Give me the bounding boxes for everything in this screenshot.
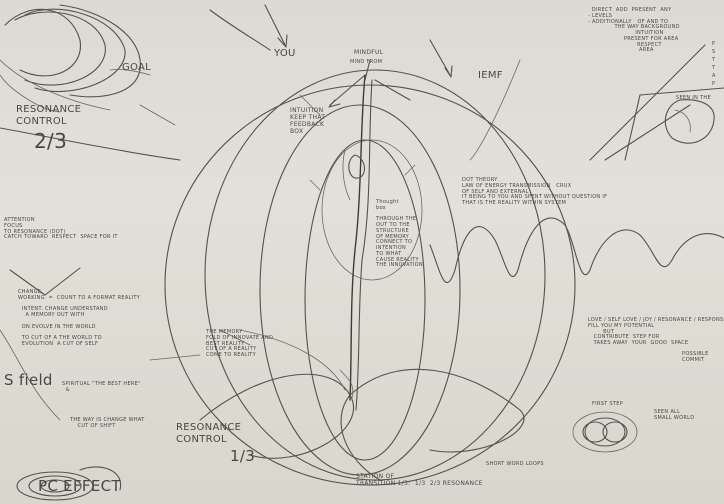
center-memory-note: THE MEMORY FOLD OF INNOVATE AND BEST REA… (206, 329, 274, 358)
mindful-sub-label: MIND FROM (350, 59, 383, 65)
goal-label: GOAL (122, 62, 152, 73)
bottom-petals (199, 329, 525, 481)
change-way-note: THE WAY IS CHANGE WHAT CUT OF SHIFT (70, 417, 145, 429)
top-right-notes: DIRECT ADD PRESENT ANY - LEVELS - ADDITI… (588, 7, 680, 54)
top-right-side-letters: P S T T A P (712, 41, 716, 87)
intuition-note: INTUITION KEEP THAT FEEDBACK BOX (290, 107, 326, 135)
mindful-label: MINDFUL (354, 49, 384, 56)
energy-wave (429, 217, 724, 284)
sprout-notes: Thought box THROUGH THE OUT TO THE STRUC… (376, 199, 423, 269)
spiritual-note: SPIRITUAL "THE BEST HERE" & (62, 381, 141, 393)
first-step-label: FIRST STEP (592, 401, 624, 407)
iemf-label: IEMF (478, 70, 503, 81)
resonance-top-fraction: 2/3 (34, 129, 68, 153)
s-field-label: S field (4, 371, 53, 389)
you-label: YOU (274, 48, 296, 59)
top-left-field-lines (0, 4, 141, 113)
resonance-bottom-fraction: 1/3 (230, 447, 256, 465)
pc-effect-label: PC EFFECT (38, 477, 121, 495)
earth-label: SEEN IN THE (676, 95, 711, 101)
seen-all-note: SEEN ALL SMALL WORLD (654, 409, 695, 421)
resonance-control-bottom-label: RESONANCE CONTROL (176, 422, 242, 445)
central-stem (342, 74, 373, 411)
misc-marks (109, 69, 416, 346)
dot-theory-note: DOT THEORY LAW OF ENERGY TRANSMISSION CR… (462, 177, 608, 206)
change-note: CHANGE WORKING = COUNT TO A FORMAT REALI… (18, 289, 141, 347)
short-term-note: SHORT WORD LOOPS (486, 461, 544, 467)
field-loops-bottom (16, 411, 638, 501)
outer-field-ovals (164, 69, 576, 486)
top-arrows (139, 4, 453, 126)
left-dividers (0, 127, 201, 421)
station-of-transition-label: STATION OF TRANSITION 1/3: 1/3 2/3 RESON… (356, 473, 483, 487)
earth-sketch (624, 87, 724, 161)
right-middle-notes: LOVE / SELF LOVE / JOY / RESONANCE / RES… (588, 317, 724, 346)
attention-note: ATTENTION FOCUS TO RESONANCE (DOT) CATCH… (4, 217, 118, 241)
possible-commit-note: POSSIBLE COMMIT (682, 351, 709, 363)
resonance-control-top-label: RESONANCE CONTROL (16, 104, 82, 127)
right-diagonal-lines (469, 44, 706, 161)
